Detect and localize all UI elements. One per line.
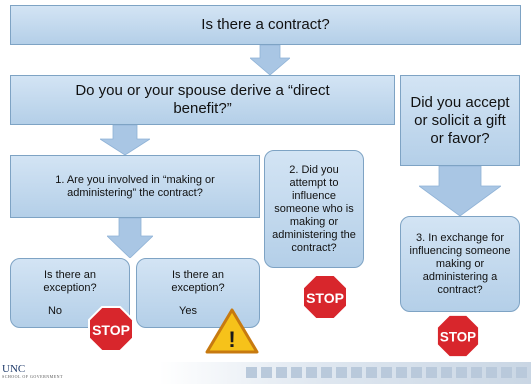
making-administering-text: 1. Are you involved in “making or admini…	[55, 173, 215, 199]
footer-square	[516, 367, 527, 378]
footer-square	[291, 367, 302, 378]
contract-question-box: Is there a contract?	[10, 5, 521, 45]
stop-sign-influence: STOP	[302, 274, 348, 320]
stop-sign-no-text: STOP	[92, 322, 130, 338]
footer-square	[471, 367, 482, 378]
exchange-box: 3. In exchange for influencing someone m…	[400, 216, 520, 312]
footer-square	[456, 367, 467, 378]
exception-no-box: Is there an exception? No	[10, 258, 130, 328]
stop-sign-influence-text: STOP	[306, 290, 344, 306]
footer-square	[381, 367, 392, 378]
down-arrow-3	[107, 218, 153, 258]
stop-sign-no: STOP	[88, 306, 134, 352]
logo-name: UNC	[2, 363, 26, 375]
exception-yes-box: Is there an exception? Yes	[136, 258, 260, 328]
gift-box: Did you accept or solicit a gift or favo…	[400, 75, 520, 166]
down-arrow-2	[100, 125, 150, 155]
footer-square	[246, 367, 257, 378]
making-administering-box: 1. Are you involved in “making or admini…	[10, 155, 260, 218]
footer-square	[336, 367, 347, 378]
direct-benefit-box: Do you or your spouse derive a “direct b…	[10, 75, 395, 125]
contract-question-text: Is there a contract?	[201, 16, 330, 33]
warning-icon-mark: !	[228, 327, 235, 352]
footer-square	[366, 367, 377, 378]
footer-square	[351, 367, 362, 378]
stop-sign-exchange-text: STOP	[440, 330, 476, 345]
direct-benefit-text: Do you or your spouse derive a “direct b…	[75, 82, 330, 117]
exception-no-answer: No	[47, 304, 63, 317]
footer-square	[426, 367, 437, 378]
footer-square	[261, 367, 272, 378]
influence-box: 2. Did you attempt to influence someone …	[264, 150, 364, 268]
gift-text: Did you accept or solicit a gift or favo…	[410, 93, 510, 147]
exception-yes-answer: Yes	[179, 304, 197, 317]
influence-text: 2. Did you attempt to influence someone …	[272, 163, 356, 254]
footer-square	[441, 367, 452, 378]
down-arrow-1	[250, 45, 290, 75]
footer-square	[411, 367, 422, 378]
stop-sign-exchange: STOP	[436, 314, 480, 358]
footer-square	[321, 367, 332, 378]
unc-logo: UNC SCHOOL OF GOVERNMENT	[2, 363, 63, 380]
footer-square	[396, 367, 407, 378]
warning-icon: !	[205, 308, 259, 354]
footer-square	[306, 367, 317, 378]
footer-square	[276, 367, 287, 378]
footer-square	[486, 367, 497, 378]
footer-squares	[246, 367, 527, 378]
footer-square	[501, 367, 512, 378]
exchange-text: 3. In exchange for influencing someone m…	[409, 231, 511, 296]
exception-no-question: Is there an exception?	[43, 268, 97, 294]
logo-sub: SCHOOL OF GOVERNMENT	[2, 374, 63, 379]
down-arrow-gift	[419, 166, 501, 216]
exception-yes-question: Is there an exception?	[171, 268, 225, 294]
